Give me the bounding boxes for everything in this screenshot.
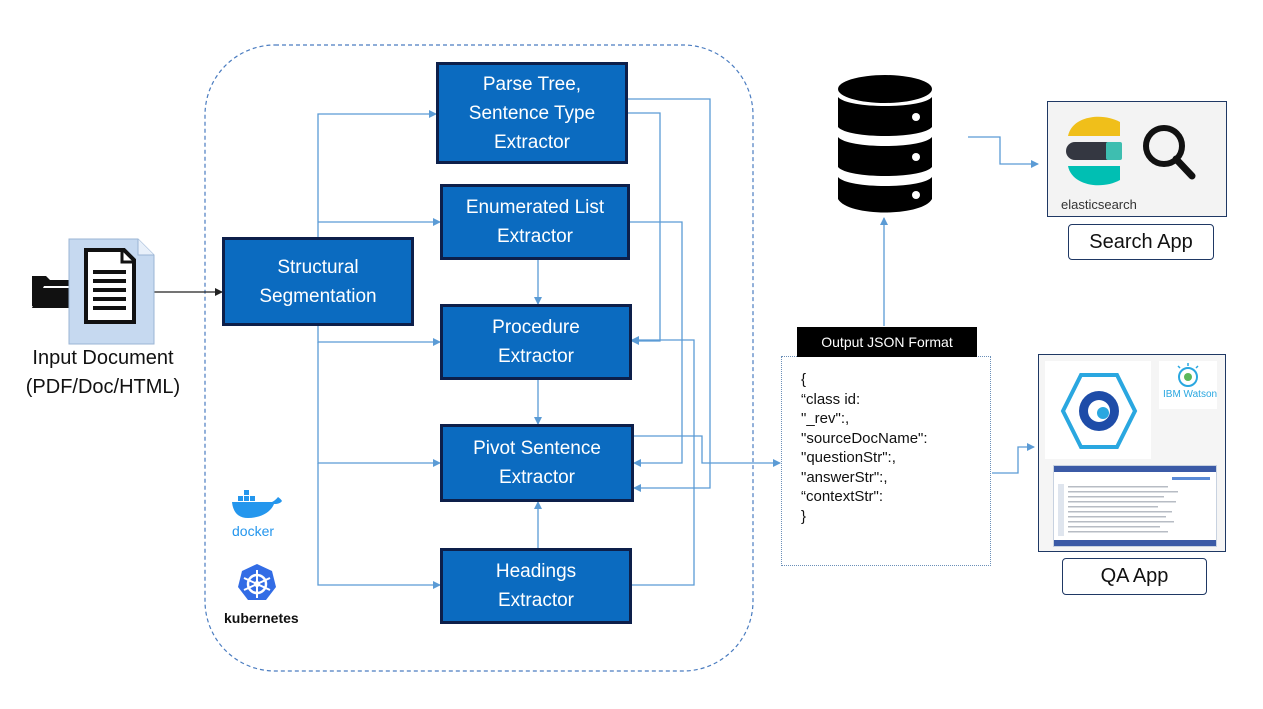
structural-segmentation-label: Structural Segmentation	[259, 256, 377, 307]
parse-tree-extractor-box[interactable]: Parse Tree, Sentence Type Extractor	[436, 62, 628, 164]
enumerated-list-extractor-box[interactable]: Enumerated List Extractor	[440, 184, 630, 260]
headings-extractor-label: Headings Extractor	[495, 561, 577, 611]
elasticsearch-logo-text: elasticsearch	[1061, 197, 1137, 212]
json-line: “class id:	[801, 390, 861, 408]
json-line: “contextStr":	[801, 488, 884, 505]
json-line: "questionStr":,	[801, 449, 896, 466]
container-outline	[204, 44, 754, 672]
json-line: }	[801, 507, 807, 525]
database-icon	[838, 75, 932, 213]
structural-segmentation-box[interactable]: Structural Segmentation	[222, 237, 414, 326]
docker-label: docker	[232, 523, 275, 539]
input-document-label: Input Document (PDF/Doc/HTML)	[25, 347, 181, 398]
kubernetes-logo: kubernetes	[222, 562, 312, 632]
elasticsearch-logo-icon	[1066, 116, 1196, 186]
json-line: "answerStr":,	[801, 468, 888, 486]
document-icon	[68, 238, 156, 346]
wire-structural-pivot	[317, 342, 441, 467]
kubernetes-label: kubernetes	[224, 610, 299, 626]
ibm-watson-text: IBM Watson	[1163, 389, 1218, 400]
headings-extractor-box[interactable]: Headings Extractor	[440, 548, 632, 624]
qa-app-screenshot	[1053, 465, 1217, 547]
json-output-title: Output JSON Format	[797, 327, 977, 357]
parse-tree-extractor-label: Parse Tree, Sentence Type Extractor	[468, 73, 596, 153]
watson-assistant-tile	[1045, 361, 1151, 459]
enumerated-list-extractor-label: Enumerated List Extractor	[465, 197, 605, 247]
qa-app-panel: IBM Watson	[1038, 354, 1226, 552]
ibm-watson-tile: IBM Watson	[1159, 361, 1217, 409]
watson-icon	[1177, 363, 1199, 387]
wire-parse-back-procedure	[628, 112, 661, 345]
wire-json-qa	[992, 443, 1035, 474]
docker-logo: docker	[228, 488, 288, 539]
elasticsearch-panel: elasticsearch	[1047, 101, 1227, 217]
pivot-sentence-extractor-box[interactable]: Pivot Sentence Extractor	[440, 424, 634, 502]
procedure-extractor-label: Procedure Extractor	[492, 317, 580, 367]
json-line: {	[801, 371, 807, 388]
wire-structural-headings	[317, 463, 441, 589]
json-line: "sourceDocName":	[801, 429, 928, 447]
folder-icon	[30, 270, 80, 310]
wire-structural-parse	[317, 110, 437, 237]
wire-pivot-json	[634, 435, 781, 467]
pivot-sentence-extractor-label: Pivot Sentence Extractor	[473, 438, 601, 488]
chat-bot-icon	[1060, 373, 1138, 449]
wire-enum-back-pivot	[630, 221, 683, 467]
wire-db-search	[968, 136, 1039, 168]
wire-parse-back-pivot	[628, 98, 711, 492]
json-line: "_rev":,	[801, 410, 850, 427]
qa-app-button[interactable]: QA App	[1062, 558, 1207, 595]
wire-structural-procedure	[317, 326, 441, 346]
json-output-content: { “class id: "_rev":, "sourceDocName": "…	[801, 370, 928, 526]
wire-headings-back-procedure	[631, 336, 695, 586]
qa-app-screenshot-graphic	[1054, 466, 1216, 546]
procedure-extractor-box[interactable]: Procedure Extractor	[440, 304, 632, 380]
search-app-button[interactable]: Search App	[1068, 224, 1214, 260]
